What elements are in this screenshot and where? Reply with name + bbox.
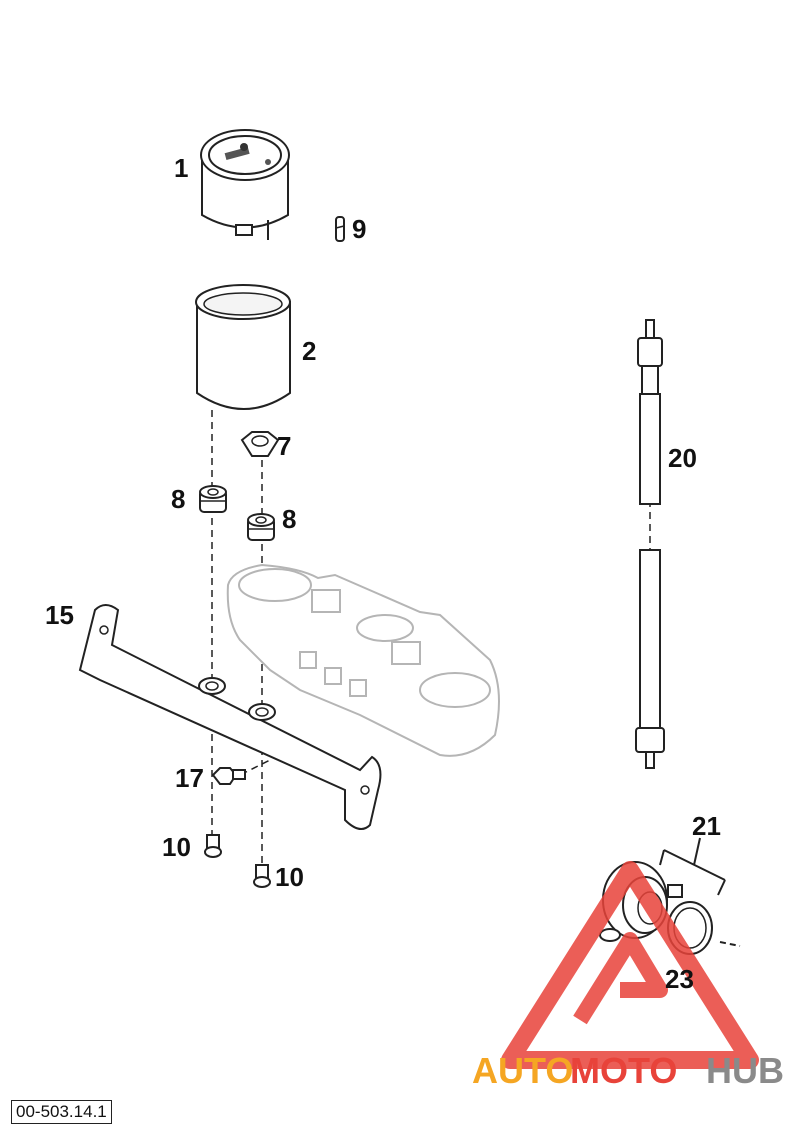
callout-7: 7 [277, 431, 291, 461]
watermark-logo [501, 861, 759, 1069]
bolt-part-17 [211, 767, 246, 785]
callout-10-left: 10 [162, 832, 191, 862]
watermark-triangle-outer [501, 861, 759, 1069]
callout-23: 23 [665, 964, 694, 994]
callout-1: 1 [174, 153, 188, 183]
reference-code: 00-503.14.1 [11, 1100, 112, 1124]
watermark-text-auto: AUTO [472, 1050, 573, 1091]
screw-part-10-right [253, 864, 271, 888]
callout-20: 20 [668, 443, 697, 473]
sleeve-part-2 [195, 284, 291, 410]
callout-21: 21 [692, 811, 721, 841]
watermark-triangle-inner [573, 932, 668, 1025]
callout-10-right: 10 [275, 862, 304, 892]
watermark-text-moto: MOTO [570, 1050, 677, 1091]
grommet-part-8-right [247, 513, 275, 541]
callout-17: 17 [175, 763, 204, 793]
screw-part-10-left [204, 834, 222, 858]
callout-2: 2 [302, 336, 316, 366]
callout-8-left: 8 [171, 484, 185, 514]
nut-part-7 [240, 431, 280, 457]
callout-15: 15 [45, 600, 74, 630]
pin-part-9 [335, 216, 345, 242]
callout-9: 9 [352, 214, 366, 244]
callout-8-right: 8 [282, 504, 296, 534]
bracket-part-15 [78, 604, 382, 830]
cable-part-20 [635, 319, 665, 769]
triple-clamp-context [226, 563, 500, 757]
grommet-part-8-left [199, 485, 227, 513]
speedometer-part-1 [200, 129, 290, 240]
alignment-lines [211, 410, 651, 870]
watermark-text-hub: HUB [706, 1050, 784, 1091]
